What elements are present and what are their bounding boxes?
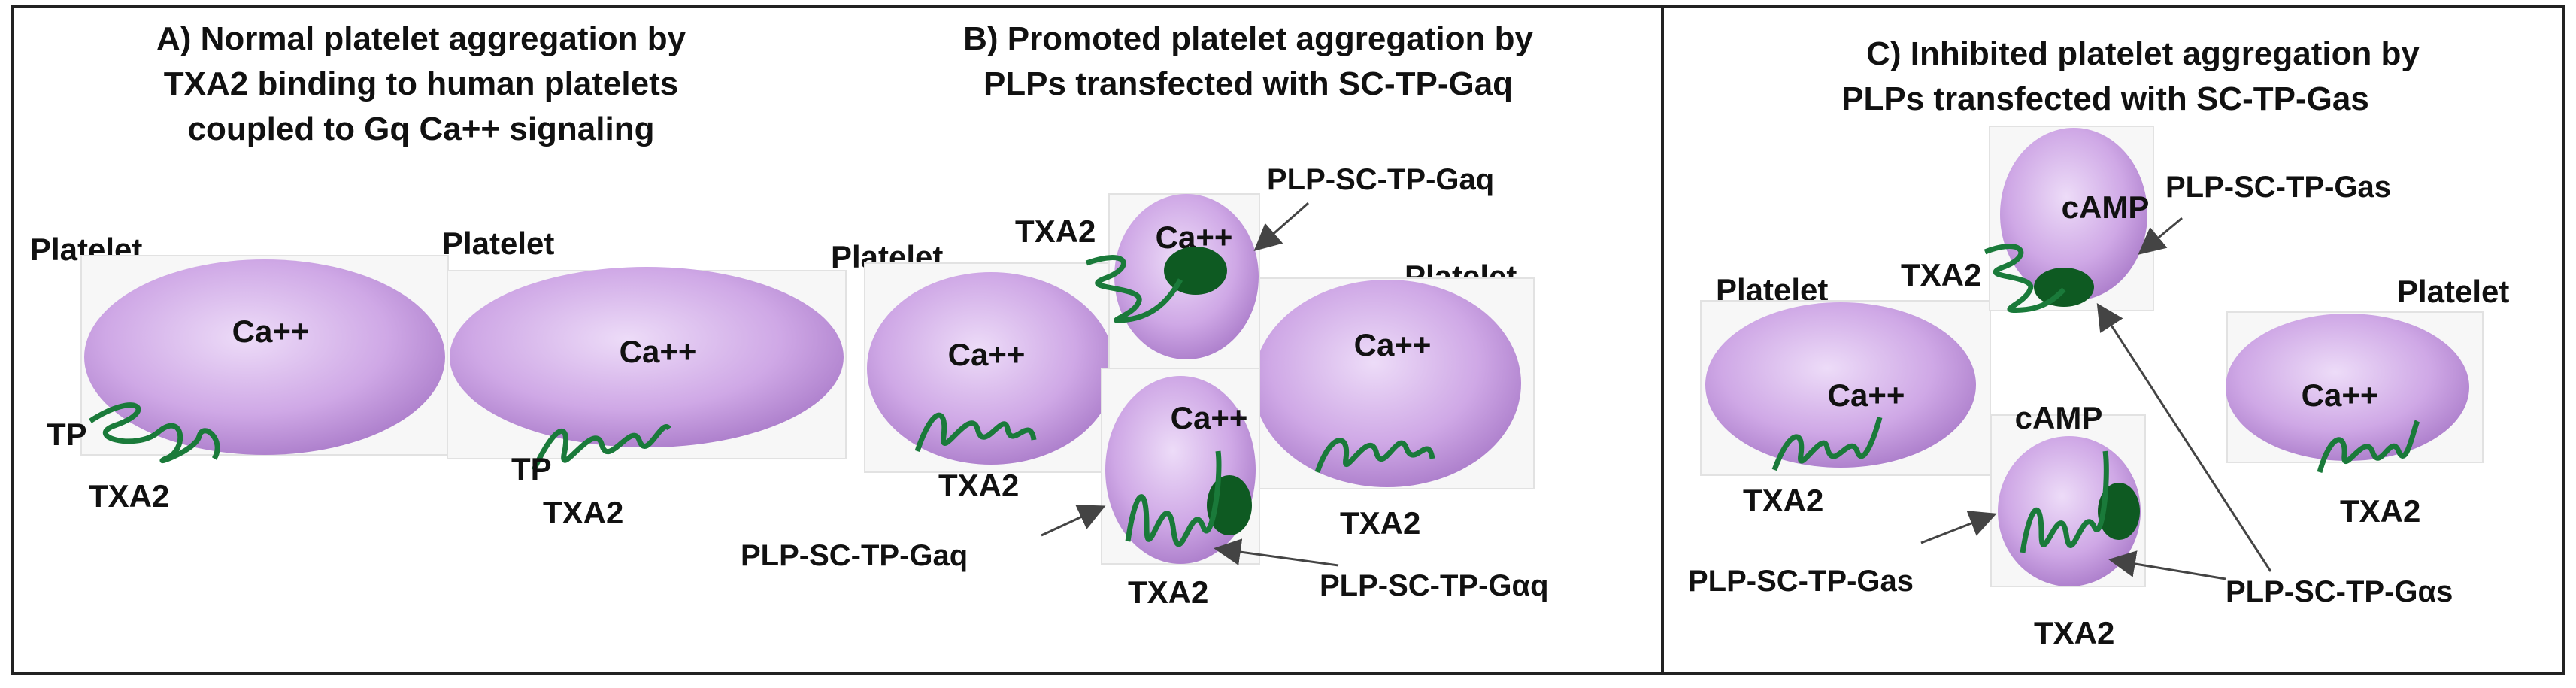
panel-b-platelet-right-receptor	[1314, 438, 1435, 474]
panel-c-plp-top-construct: PLP-SC-TP-Gas	[2165, 171, 2391, 204]
panel-c: C) Inhibited platelet aggregation by PLP…	[1688, 35, 2509, 650]
panel-b-platelet-left-receptor	[914, 412, 1037, 453]
panel-a-platelet2-tp: TP	[511, 451, 552, 486]
panel-a-platelet1-tp: TP	[47, 417, 87, 452]
panel-c-plp-top-txa2: TXA2	[1901, 257, 1981, 292]
panel-b-platelet-right-ion: Ca++	[1354, 327, 1432, 362]
panel-c-plp-top-receptor	[1984, 244, 2066, 313]
panel-c-plp-top-long-arrow	[2096, 302, 2272, 572]
panel-b-plp-top-construct: PLP-SC-TP-Gaq	[1267, 163, 1494, 196]
panel-c-platelet-left-receptor	[1771, 417, 1883, 471]
panel-c-plp-bottom-protein	[2098, 483, 2140, 540]
panel-a-title-line3: coupled to Gq Ca++ signaling	[188, 111, 655, 147]
panel-a-platelet2	[450, 267, 844, 447]
panel-a: A) Normal platelet aggregation by TXA2 b…	[30, 20, 847, 530]
panel-c-platelet-right-ion: Ca++	[2302, 377, 2379, 413]
panel-c-plp-bottom-arrow-left	[1920, 511, 1997, 544]
panel-b-title-line2: PLPs transfected with SC-TP-Gaq	[983, 65, 1513, 102]
panel-b: B) Promoted platelet aggregation by PLPs…	[741, 20, 1549, 610]
panel-a-platelet2-ion: Ca++	[620, 334, 697, 369]
panel-b-platelet-right-txa2: TXA2	[1340, 505, 1420, 541]
panel-b-plp-bottom-construct-right: PLP-SC-TP-Gαq	[1320, 569, 1549, 602]
panel-b-plp-bottom-receptor	[1125, 450, 1222, 547]
panel-c-plp-bottom-txa2: TXA2	[2034, 615, 2114, 650]
panel-c-plp-bottom-arrow-right	[2108, 550, 2226, 580]
panel-b-title-line1: B) Promoted platelet aggregation by	[963, 20, 1533, 57]
panel-b-plp-top-arrow	[1253, 202, 1309, 251]
panel-c-platelet-right	[2226, 314, 2469, 461]
panel-c-platelet-left-txa2: TXA2	[1743, 483, 1823, 518]
panel-a-platelet1	[84, 259, 445, 455]
panel-b-plp-top-receptor	[1085, 255, 1183, 323]
panel-c-plp-bottom-construct-left: PLP-SC-TP-Gas	[1688, 565, 1914, 598]
panel-c-title-line2: PLPs transfected with SC-TP-Gas	[1841, 80, 2369, 117]
panel-c-plp-top-protein	[2034, 268, 2094, 307]
panel-c-platelet-left-ion: Ca++	[1828, 377, 1905, 413]
panel-a-platelet2-txa2: TXA2	[543, 495, 623, 530]
panel-c-title-line1: C) Inhibited platelet aggregation by	[1866, 35, 2420, 72]
panel-b-platelet-right	[1253, 280, 1521, 487]
panel-b-plp-bottom-construct-left: PLP-SC-TP-Gaq	[741, 539, 968, 572]
panel-b-platelet-left	[867, 272, 1115, 465]
panel-a-title-line2: TXA2 binding to human platelets	[164, 65, 678, 102]
panel-c-platelet-left	[1705, 302, 1976, 468]
panel-b-platelet-left-ion: Ca++	[948, 337, 1026, 372]
panel-a-title-line1: A) Normal platelet aggregation by	[156, 20, 686, 57]
panel-frame-c	[1661, 5, 2565, 675]
panel-c-plp-bottom-receptor	[2020, 450, 2109, 553]
panel-a-platelet1-receptor	[89, 402, 220, 464]
panel-a-platelet2-receptor	[531, 424, 671, 471]
panel-c-plp-top-arrow	[2138, 217, 2183, 255]
panel-c-platelet-right-txa2: TXA2	[2340, 493, 2420, 529]
panel-b-plp-bottom-txa2: TXA2	[1128, 574, 1208, 610]
panel-b-plp-bottom-arrow-right	[1214, 538, 1339, 567]
panel-c-plp-top	[2000, 128, 2147, 301]
panel-a-platelet1-txa2: TXA2	[89, 478, 169, 514]
panel-c-plp-top-messenger: cAMP	[2062, 189, 2150, 225]
panel-c-plp-bottom-construct-right: PLP-SC-TP-Gαs	[2226, 575, 2453, 608]
panel-b-platelet-left-txa2: TXA2	[938, 468, 1019, 503]
panel-a-platelet2-label: Platelet	[442, 226, 554, 261]
panel-b-plp-top-txa2: TXA2	[1015, 214, 1096, 249]
panel-a-platelet1-ion: Ca++	[232, 314, 310, 349]
panel-b-plp-bottom-ion: Ca++	[1171, 400, 1248, 435]
panel-b-plp-bottom-arrow-left	[1041, 505, 1106, 537]
panel-c-platelet-right-receptor	[2317, 420, 2420, 473]
panel-c-platelet-right-label: Platelet	[2397, 274, 2509, 309]
panel-c-plp-bottom-messenger: cAMP	[2015, 400, 2103, 435]
